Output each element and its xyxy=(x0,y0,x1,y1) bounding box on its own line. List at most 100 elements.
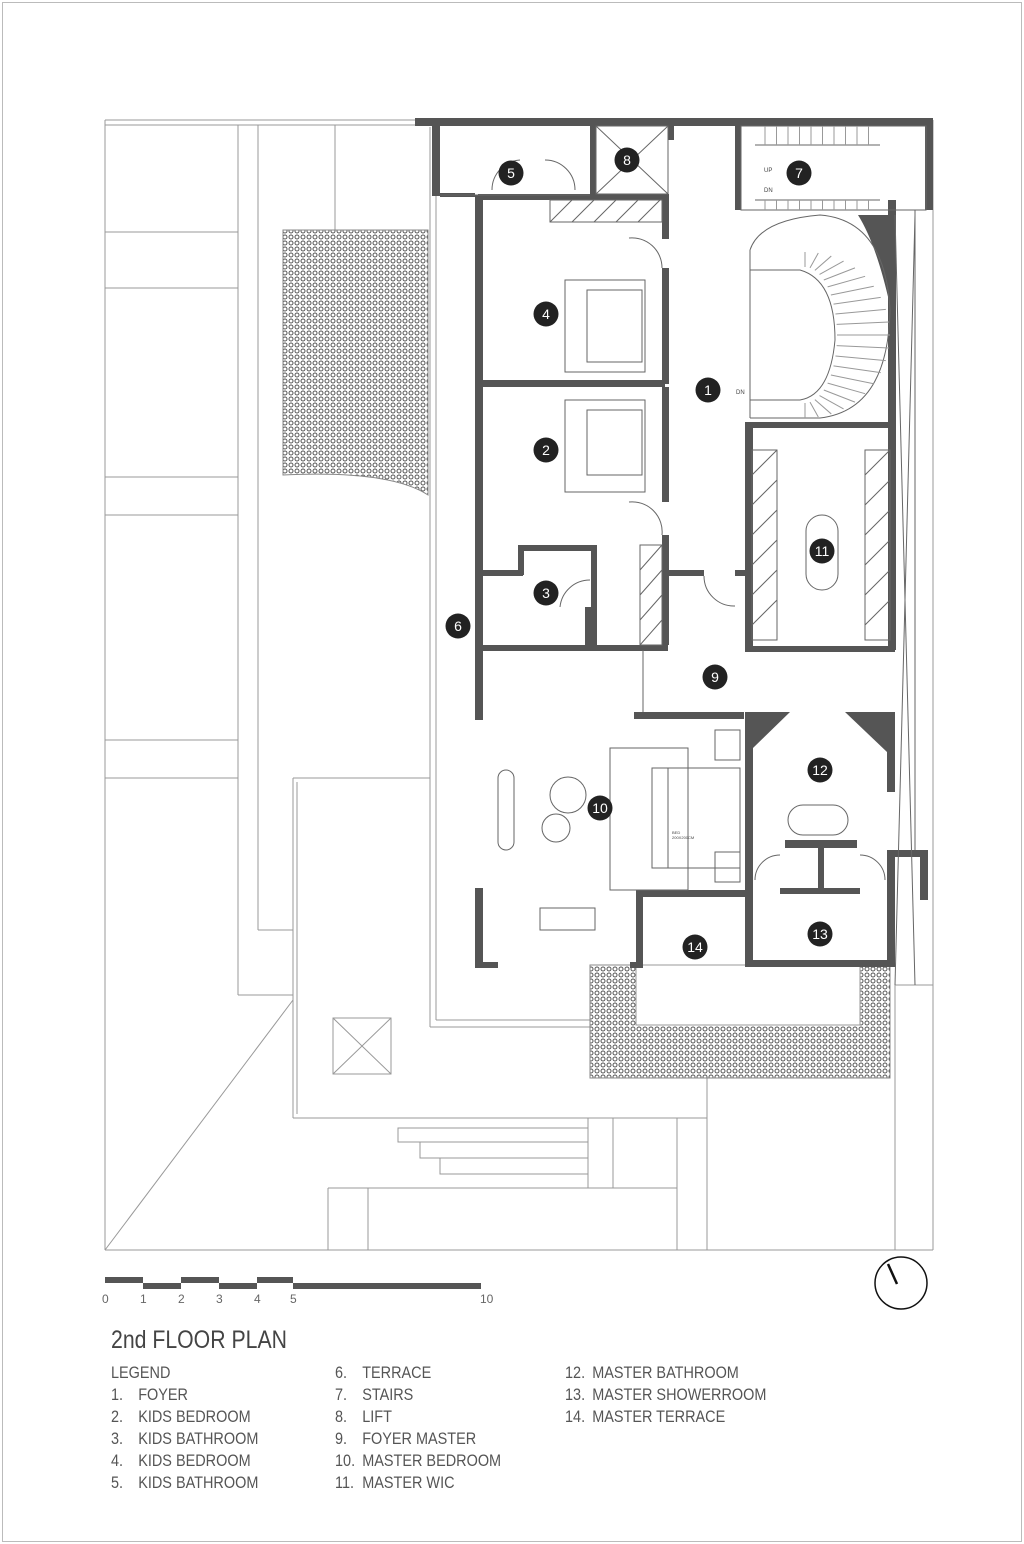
furniture xyxy=(714,729,741,761)
room-marker-number: 9 xyxy=(711,669,719,685)
room-marker-number: 13 xyxy=(812,926,828,942)
legend-item-label: MASTER SHOWERROOM xyxy=(592,1385,767,1404)
room-marker-number: 5 xyxy=(507,165,515,181)
legend-item-number: 11. xyxy=(335,1473,355,1492)
north-arrow-icon xyxy=(874,1256,928,1310)
legend-item-label: MASTER BATHROOM xyxy=(592,1363,739,1382)
site-line xyxy=(332,1017,392,1075)
wall xyxy=(662,387,669,502)
legend-item-label: MASTER TERRACE xyxy=(592,1407,726,1426)
door-swing[interactable] xyxy=(628,501,663,536)
furniture xyxy=(751,449,778,641)
wall xyxy=(745,422,893,428)
room-marker: 5 xyxy=(498,160,524,186)
site-element xyxy=(397,1127,589,1143)
wall xyxy=(518,545,524,575)
scale-label: 0 xyxy=(102,1292,109,1306)
scale-segment xyxy=(143,1283,181,1289)
stair-up-label: UP xyxy=(764,168,772,174)
legend-column: 12. MASTER BATHROOM 13. MASTER SHOWERROOM 14… xyxy=(565,1362,766,1428)
planter-area xyxy=(282,229,429,496)
wall xyxy=(518,545,596,551)
room-marker: 8 xyxy=(614,147,640,173)
door-swing[interactable] xyxy=(628,237,663,269)
room-marker: 4 xyxy=(533,301,559,327)
stairs xyxy=(740,125,927,419)
stair-tread xyxy=(833,365,881,374)
door-swing[interactable] xyxy=(754,854,781,881)
door-swing[interactable] xyxy=(859,854,886,881)
door-swing[interactable] xyxy=(544,159,576,191)
stair-tread xyxy=(830,285,874,296)
scale-label: 1 xyxy=(140,1292,147,1306)
legend-item-label: FOYER xyxy=(138,1385,188,1404)
wall xyxy=(478,962,498,968)
room-marker-circle xyxy=(682,934,708,960)
wall xyxy=(887,712,895,792)
stair-tread xyxy=(814,399,832,415)
site-element xyxy=(419,1141,589,1159)
room-marker-number: 14 xyxy=(687,939,703,955)
bed-size-label: 200X200CM xyxy=(672,835,694,840)
wall xyxy=(662,194,669,239)
legend-item-number: 6. xyxy=(335,1363,348,1382)
scale-label: 2 xyxy=(178,1292,185,1306)
furniture xyxy=(564,399,646,493)
wall xyxy=(925,118,933,210)
stair-tread xyxy=(835,308,886,315)
wall xyxy=(475,888,483,968)
room-marker: 6 xyxy=(445,613,471,639)
wall xyxy=(475,195,483,385)
wall xyxy=(745,422,753,652)
stair-outline xyxy=(749,214,891,419)
wall xyxy=(668,125,674,140)
wall xyxy=(432,118,440,196)
wall xyxy=(745,960,895,967)
room-marker: 12 xyxy=(807,757,833,783)
table xyxy=(541,813,571,843)
wall xyxy=(745,712,790,748)
legend-item-label: STAIRS xyxy=(362,1385,414,1404)
stair-tread xyxy=(833,296,881,305)
legend-item: 14.MASTER TERRACE xyxy=(565,1406,766,1428)
wall xyxy=(785,840,857,848)
legend-item: 5.KIDS BATHROOM xyxy=(111,1472,258,1494)
scale-segment xyxy=(105,1277,143,1283)
legend-item-number: 2. xyxy=(111,1407,124,1426)
wall xyxy=(478,570,523,576)
wall xyxy=(818,848,824,893)
room-marker-number: 12 xyxy=(812,762,828,778)
scale-label: 5 xyxy=(290,1292,297,1306)
page-title: 2nd FLOOR PLAN xyxy=(111,1326,287,1354)
furniture xyxy=(497,769,515,851)
room-marker-number: 2 xyxy=(542,442,550,458)
door-swing[interactable] xyxy=(703,575,736,607)
wall xyxy=(888,200,896,650)
room-marker: 11 xyxy=(809,538,835,564)
legend-item-label: FOYER MASTER xyxy=(362,1429,477,1448)
legend-item: 12. MASTER BATHROOM xyxy=(565,1362,766,1384)
legend-item: 8.LIFT xyxy=(335,1406,501,1428)
room-marker-circle xyxy=(587,795,613,821)
wall xyxy=(475,380,665,387)
scale-segment xyxy=(181,1277,219,1283)
legend-item-number: 10. xyxy=(335,1451,356,1470)
room-marker-number: 8 xyxy=(623,152,631,168)
wall xyxy=(585,607,597,647)
legend-item-label: TERRACE xyxy=(362,1363,432,1382)
room-marker-circle xyxy=(445,613,471,639)
legend-item: 2.KIDS BEDROOM xyxy=(111,1406,258,1428)
door-swing[interactable] xyxy=(559,579,591,608)
room-marker: 14 xyxy=(682,934,708,960)
legend-item-number: 3. xyxy=(111,1429,124,1448)
furniture xyxy=(564,279,646,373)
wall xyxy=(478,645,668,651)
room-marker: 1 xyxy=(695,377,721,403)
legend-item-number: 13. xyxy=(565,1385,586,1404)
legend-item-number: 12. xyxy=(565,1363,586,1382)
legend-item-number: 4. xyxy=(111,1451,124,1470)
stair-tread xyxy=(819,260,844,275)
